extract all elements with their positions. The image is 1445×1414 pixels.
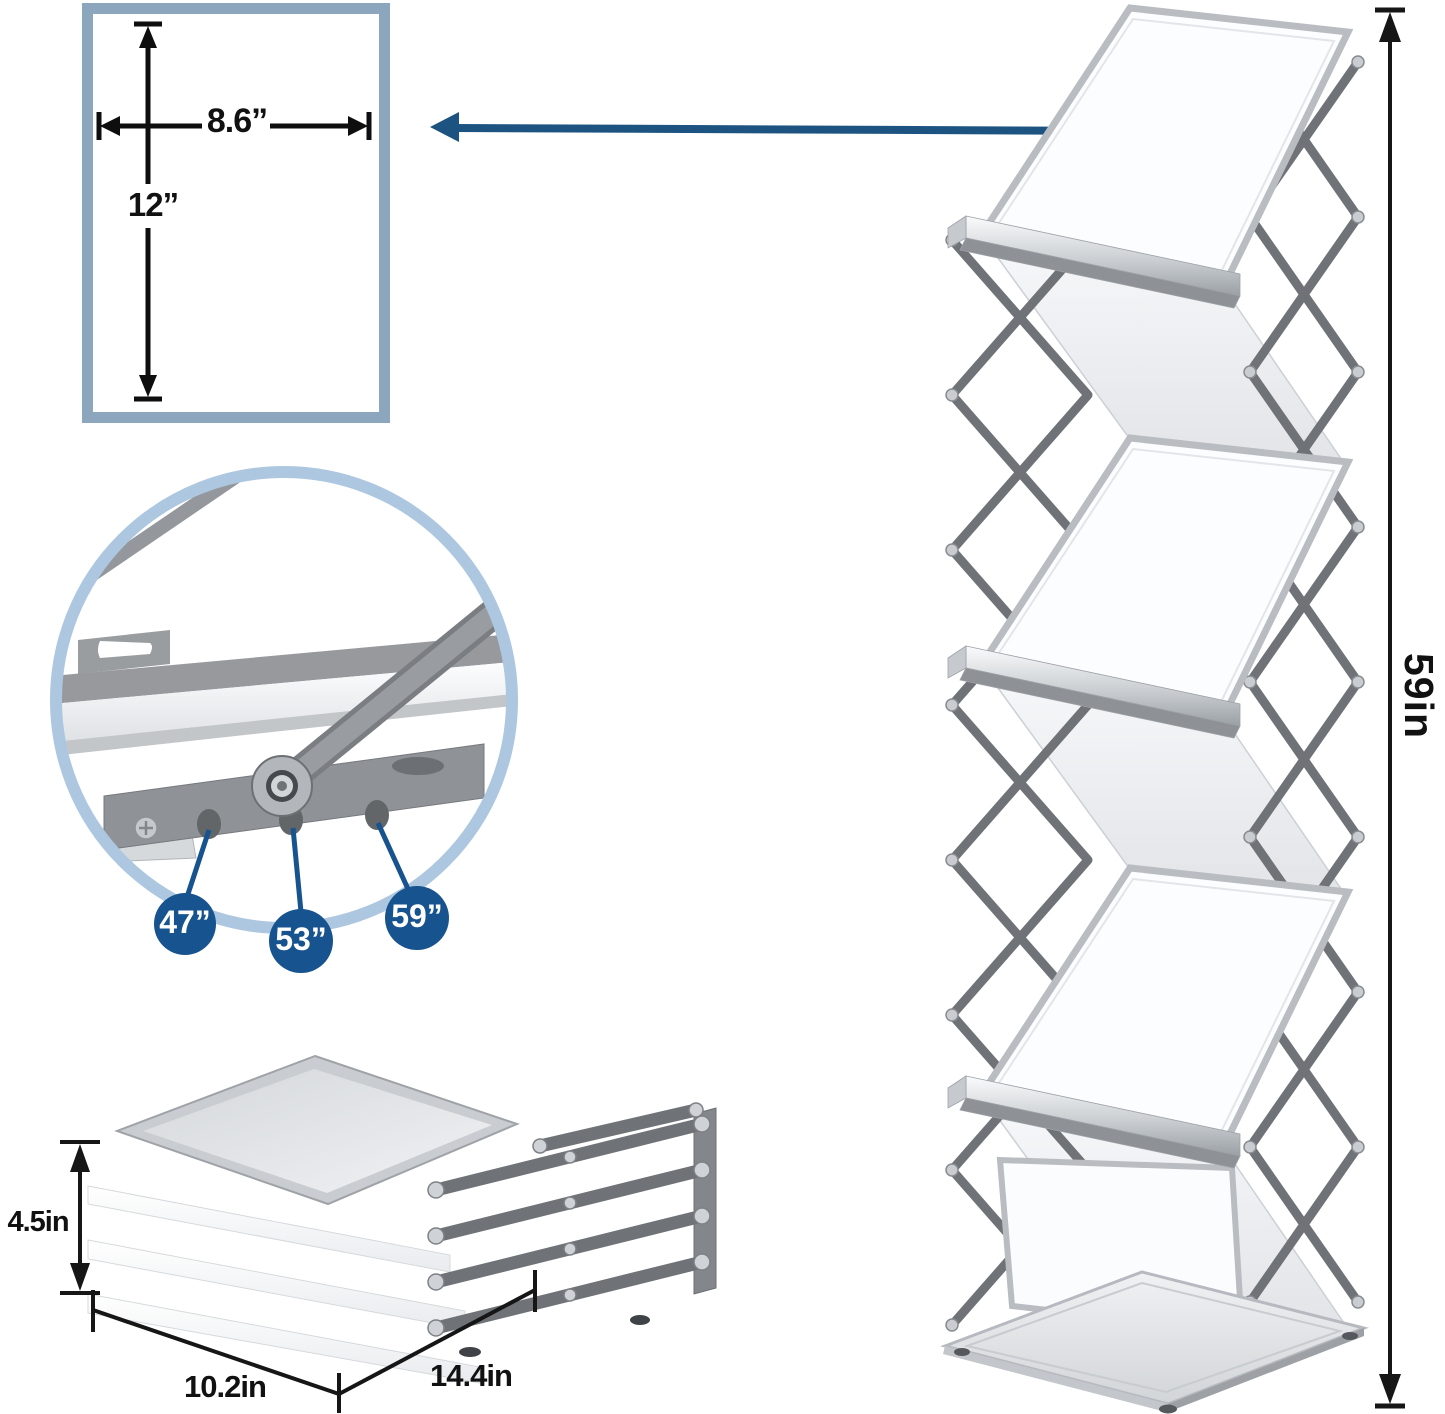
folded-stand-illustration (87, 1054, 717, 1384)
folded-sheets (87, 1185, 481, 1384)
callout-circles (154, 886, 449, 973)
scissor-arm-main-highlight (272, 598, 510, 796)
callout-circle-59 (385, 886, 449, 950)
adjust-hole-47 (197, 809, 221, 839)
callout-leader-lines (184, 821, 411, 913)
folded-depth-label: 10.2in (184, 1369, 267, 1404)
pivot-tube (251, 755, 313, 817)
folded-height-label: 4.5in (7, 1206, 69, 1238)
folded-height-dimension-icon (60, 1140, 100, 1295)
brochure-height-label: 12” (127, 186, 179, 223)
height-dimension-arrow-icon (134, 21, 162, 402)
height-adjust-detail-inset (50, 466, 518, 973)
adjust-hole-59 (365, 800, 389, 830)
stand-height-dimension-icon (1375, 7, 1405, 1409)
adjust-position-label-47: 47” (159, 904, 211, 940)
adjust-slot (392, 757, 444, 775)
brochure-size-box (82, 3, 390, 423)
adjust-position-label-59: 59” (391, 898, 443, 934)
brochure-width-label: 8.6” (206, 102, 268, 140)
callout-circle-47 (154, 893, 216, 955)
rail-bracket-slot (78, 630, 170, 674)
screw-icon (134, 816, 158, 840)
folded-top-panel (114, 1054, 520, 1206)
callout-circle-53 (269, 909, 333, 973)
adjust-position-label-53: 53” (275, 921, 327, 957)
expanded-stand-illustration (940, 4, 1369, 1414)
width-dimension-arrow-icon (96, 112, 372, 140)
stand-base (940, 1270, 1369, 1414)
rail-top (56, 634, 512, 704)
folded-depth-width-dimension-icon (91, 1270, 537, 1413)
stand-trays (947, 215, 1241, 1169)
stand-height-label: 59in (1396, 652, 1442, 740)
folded-width-label: 14.4in (430, 1358, 513, 1393)
stand-pocket-panels (976, 4, 1354, 1150)
